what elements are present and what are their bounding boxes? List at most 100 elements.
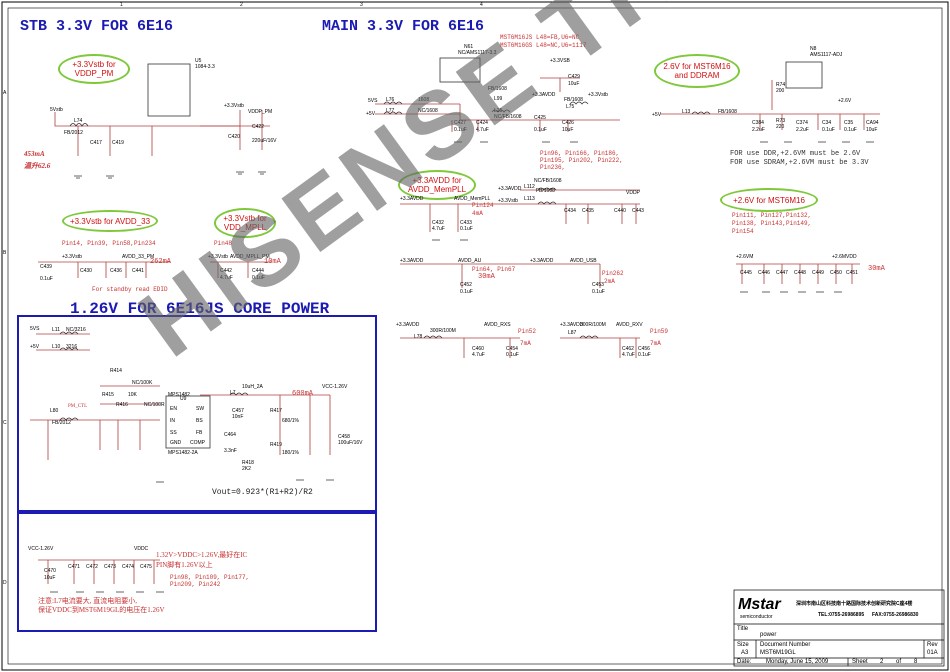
net-vcc126-1: VCC-1.26V — [322, 384, 348, 390]
pin-ss: SS — [170, 430, 177, 436]
label-l99: L99 — [494, 96, 503, 102]
cap-c35: C35 — [844, 120, 854, 126]
cap-c427: C427 — [454, 120, 466, 126]
cap-c435: C435 — [582, 208, 594, 214]
note-4ma: 4mA — [472, 210, 483, 217]
note-vddc-a: 1.32V>VDDC>1.26V,最好在IC — [156, 551, 248, 559]
label-l74-value: FB/2012 — [64, 130, 83, 136]
cap-c422: C422 — [252, 124, 264, 130]
label-l77: L77 — [386, 108, 395, 114]
label-l7: L7 — [230, 390, 236, 396]
label-l7-value: 10uH_2A — [242, 384, 263, 390]
net-33avdd-4: +3.3AVDD — [400, 258, 424, 264]
net-avdd-mempll: AVDD_MemPLL — [454, 196, 491, 202]
cap-c474: C474 — [122, 564, 134, 570]
label-u5: U5 — [195, 58, 202, 64]
tb-title-label: Title — [737, 626, 749, 632]
cap-c446: C446 — [758, 270, 770, 276]
label-l112-value: NC/FB/1608 — [534, 178, 562, 184]
logo-tagline: semiconductor — [740, 614, 773, 620]
cap-c436: C436 — [110, 268, 122, 274]
cap-c429-value: 10uF — [568, 81, 580, 87]
pin-en: EN — [170, 406, 177, 412]
label-l75-value: FB/1608 — [564, 97, 583, 103]
tb-of-value: 8 — [914, 659, 918, 665]
tb-doc-label: Document Number — [760, 642, 811, 648]
tb-doc-value: MST6M19GL — [760, 650, 796, 656]
cap-c452-value: 0.1uF — [460, 289, 473, 295]
note-warn-b: 保证VDDC到MST6M19GL的电压在1.26V — [38, 606, 165, 614]
title-main: MAIN 3.3V FOR 6E16 — [322, 18, 485, 35]
label-nc100k: NC/100K — [132, 380, 153, 386]
label-r419: R419 — [270, 442, 282, 448]
net-5vstb: 5Vstb — [50, 107, 63, 113]
net-avdd33pm: AVDD_33_PM — [122, 254, 155, 260]
cap-c433-value: 0.1uF — [460, 226, 473, 232]
cap-c374-value: 2.2uF — [796, 127, 809, 133]
label-r10k: 10K — [128, 392, 137, 398]
label-l113-value: FB/1608 — [536, 188, 555, 194]
tb-size-value: A3 — [741, 650, 749, 656]
net-26mvdd: +2.6MVDD — [832, 254, 857, 260]
label-u9-value: MPS1482 — [168, 392, 190, 398]
cap-c460: C460 — [472, 346, 484, 352]
cap-c426: C426 — [562, 120, 574, 126]
note-pins-avdd33: Pin14, Pin39, Pin58,Pin234 — [62, 240, 156, 247]
label-r417: R417 — [270, 408, 282, 414]
net-33avdd-1: +3.3AVDD — [532, 92, 556, 98]
net-5vs-2: 5VS — [30, 326, 40, 332]
cap-c452: C452 — [460, 282, 472, 288]
note-600ma: 600mA — [292, 390, 314, 398]
note-453ma: 453mA — [24, 150, 45, 158]
label-l80-value: FB/2012 — [52, 420, 71, 426]
cap-c457-value: 10nF — [232, 414, 244, 420]
title-core: 1.26V FOR 6E16JS CORE POWER — [70, 300, 330, 318]
note-2ma-a: 2mA — [604, 278, 615, 285]
cap-c472: C472 — [86, 564, 98, 570]
note-30ma-b: 30mA — [868, 265, 885, 273]
cap-c460-value: 4.7uF — [472, 352, 485, 358]
label-r418-value: 2K2 — [242, 466, 251, 472]
cap-c462-value: 4.7uF — [622, 352, 635, 358]
zone-d: D — [3, 580, 7, 586]
note-vddc-pins: Pin98, Pin109, Pin177, Pin209, Pin242 — [170, 574, 250, 588]
oval-vdd-mpll: +3.3Vstb for VDD_MPLL — [214, 208, 276, 238]
note-30ma-a: 30mA — [478, 273, 495, 281]
label-r414: R414 — [110, 368, 122, 374]
cap-c448: C448 — [794, 270, 806, 276]
label-l75: L75 — [566, 104, 575, 110]
cap-c457: C457 — [232, 408, 244, 414]
label-n61-value: NC/AMS1117-3.3 — [458, 50, 497, 56]
label-l74: L74 — [74, 118, 83, 124]
label-n8: N8 — [810, 46, 817, 52]
note-vddc-b: PIN脚有1.26V以上 — [156, 561, 213, 569]
net-33avdd-2: +3.3AVDD — [400, 196, 424, 202]
label-r416: R416 — [116, 402, 128, 408]
net-avdd-au: AVDD_AU — [458, 258, 482, 264]
label-l10: L10 — [52, 344, 61, 350]
net-5v-2: +5V — [652, 112, 662, 118]
cap-c453: C453 — [592, 282, 604, 288]
tb-rev-value: 01A — [927, 650, 938, 656]
net-5v: +5V — [366, 111, 376, 117]
cap-c470-value: 10uF — [44, 575, 56, 581]
net-33vstb-2: +3.3Vstb — [62, 254, 82, 260]
cap-c445: C445 — [740, 270, 752, 276]
cap-c433: C433 — [460, 220, 472, 226]
note-vout: Vout=0.923*(R1+R2)/R2 — [212, 488, 313, 497]
cap-c34-value: 0.1uF — [822, 127, 835, 133]
cap-c422-value: 220uF/16V — [252, 138, 277, 144]
pin-sw: SW — [196, 406, 205, 412]
cap-c440: C440 — [614, 208, 626, 214]
note-pins-main: Pin96, Pin166, Pin186, Pin195, Pin202, P… — [540, 150, 623, 171]
oval-mst6m16: +2.6V for MST6M16 — [720, 188, 818, 212]
cap-c35-value: 0.1uF — [844, 127, 857, 133]
label-u5-value: 1084-3.3 — [195, 64, 215, 70]
label-l80: L80 — [50, 408, 59, 414]
zone-4: 4 — [480, 2, 483, 8]
label-l11-value: NC/3216 — [66, 327, 86, 333]
net-vddp-pm: VDDP_PM — [248, 109, 273, 115]
